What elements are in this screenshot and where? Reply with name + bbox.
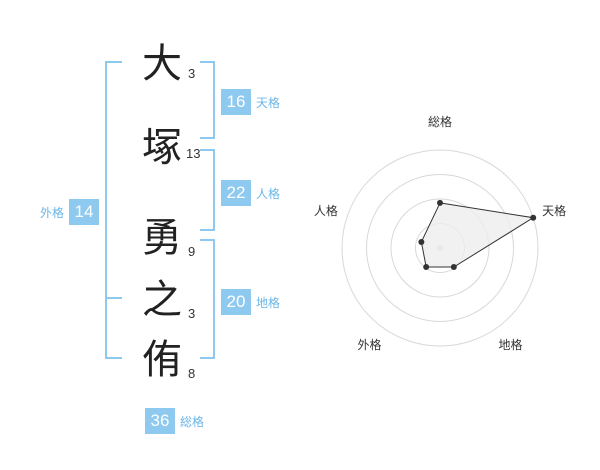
soukaku-badge: 36 総格: [145, 408, 204, 434]
name-char-3: 勇: [142, 215, 182, 261]
radar-point: [423, 264, 430, 271]
name-char-2: 塚: [142, 125, 182, 171]
stroke-count-2: 13: [186, 146, 201, 161]
soukaku-value: 36: [145, 408, 175, 434]
gaikaku-value: 14: [69, 199, 100, 225]
radar-point: [437, 199, 443, 206]
radar-axis-label: 総格: [428, 114, 452, 129]
chikaku-badge: 20 地格: [221, 289, 280, 315]
tenkaku-label: 天格: [256, 95, 281, 110]
radar-point: [530, 214, 537, 221]
soukaku-label: 総格: [180, 414, 205, 429]
tenkaku-badge: 16 天格: [221, 89, 280, 115]
radar-axis-label: 外格: [357, 337, 381, 352]
jinkaku-label: 人格: [256, 186, 281, 201]
name-char-5: 侑: [142, 337, 182, 383]
radar-axis-label: 天格: [542, 203, 566, 218]
radar-ring: [366, 174, 514, 322]
tenkaku-value: 16: [221, 89, 251, 115]
gaikaku-label: 外格: [40, 205, 65, 220]
jinkaku-value: 22: [221, 180, 251, 206]
gaikaku-bracket: [105, 61, 122, 359]
radar-axis-label: 人格: [314, 203, 338, 218]
chikaku-value: 20: [221, 289, 251, 315]
radar-ring: [341, 149, 539, 347]
radar-point: [418, 238, 425, 245]
chikaku-label: 地格: [256, 295, 281, 310]
stroke-count-5: 8: [188, 366, 196, 381]
stroke-count-1: 3: [188, 66, 196, 81]
stroke-count-4: 3: [188, 306, 196, 321]
jinkaku-bracket: [200, 149, 215, 231]
radar-point: [450, 264, 457, 271]
name-char-4: 之: [142, 277, 182, 323]
gaikaku-badge: 14 外格: [40, 199, 100, 225]
name-char-1: 大: [142, 41, 182, 87]
radar-ring: [390, 198, 490, 298]
radar-axis-label: 地格: [499, 337, 523, 352]
tenkaku-bracket: [200, 61, 215, 139]
stroke-count-3: 9: [188, 244, 196, 259]
jinkaku-badge: 22 人格: [221, 180, 280, 206]
radar-data-polygon: [420, 202, 535, 268]
chikaku-bracket: [200, 239, 215, 359]
